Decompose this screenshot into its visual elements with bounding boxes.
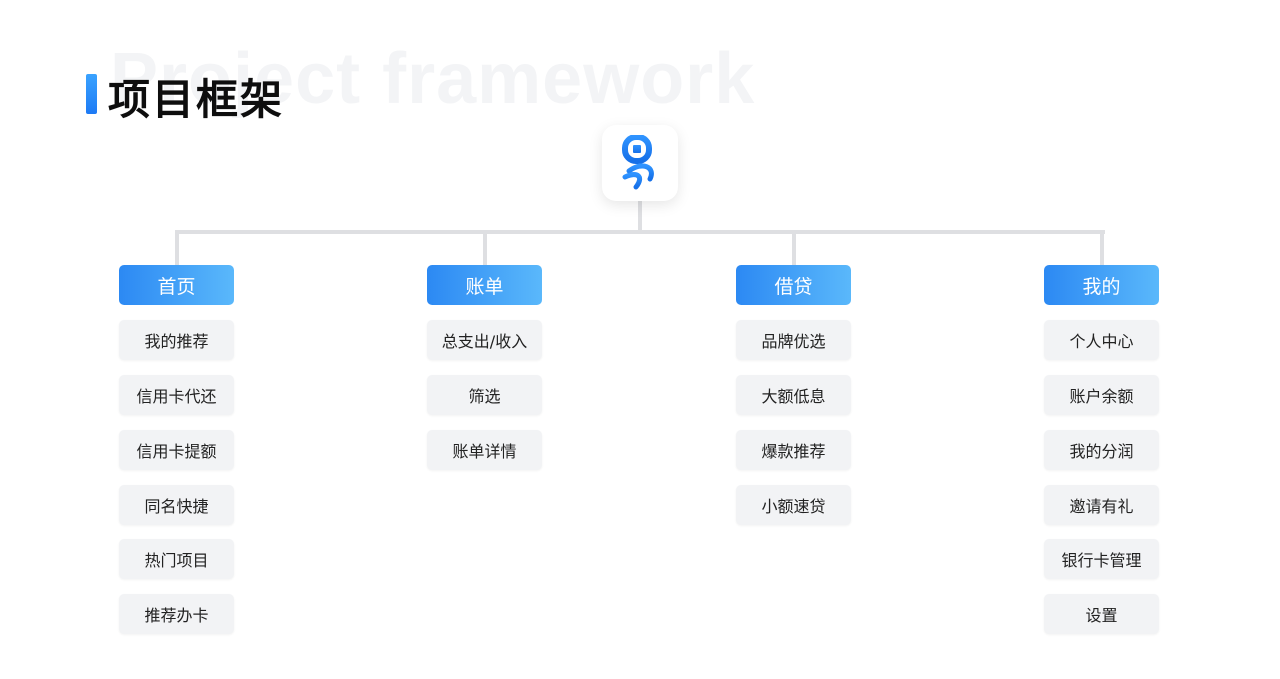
node-bank-card-manage: 银行卡管理 [1044, 539, 1159, 579]
connector-branch-3 [792, 230, 796, 265]
page-title: 项目框架 [108, 75, 285, 124]
node-settings: 设置 [1044, 594, 1159, 634]
node-personal-center: 个人中心 [1044, 320, 1159, 360]
node-same-name-quick: 同名快捷 [119, 485, 234, 525]
connector-branch-2 [483, 230, 487, 265]
node-my-share: 我的分润 [1044, 430, 1159, 470]
node-credit-limit-raise: 信用卡提额 [119, 430, 234, 470]
node-small-fast-loan: 小额速贷 [736, 485, 851, 525]
node-hot-projects: 热门项目 [119, 539, 234, 579]
category-loans: 借贷 [736, 265, 851, 305]
node-large-low-interest: 大额低息 [736, 375, 851, 415]
root-node [602, 125, 678, 201]
node-account-balance: 账户余额 [1044, 375, 1159, 415]
node-invite-gift: 邀请有礼 [1044, 485, 1159, 525]
node-hot-recommend: 爆款推荐 [736, 430, 851, 470]
connector-horizontal [175, 230, 1105, 234]
title-accent-bar [86, 74, 97, 114]
node-filter: 筛选 [427, 375, 542, 415]
watermark-title: Project framework [110, 39, 756, 119]
node-brand-picks: 品牌优选 [736, 320, 851, 360]
node-recommend-card: 推荐办卡 [119, 594, 234, 634]
category-mine: 我的 [1044, 265, 1159, 305]
node-my-recommend: 我的推荐 [119, 320, 234, 360]
connector-root-stem [638, 200, 642, 232]
connector-branch-1 [175, 230, 179, 265]
node-bill-details: 账单详情 [427, 430, 542, 470]
connector-branch-4 [1100, 230, 1104, 265]
app-logo-icon [620, 134, 660, 191]
category-home: 首页 [119, 265, 234, 305]
category-bills: 账单 [427, 265, 542, 305]
node-credit-card-repay: 信用卡代还 [119, 375, 234, 415]
node-total-expense-income: 总支出/收入 [427, 320, 542, 360]
